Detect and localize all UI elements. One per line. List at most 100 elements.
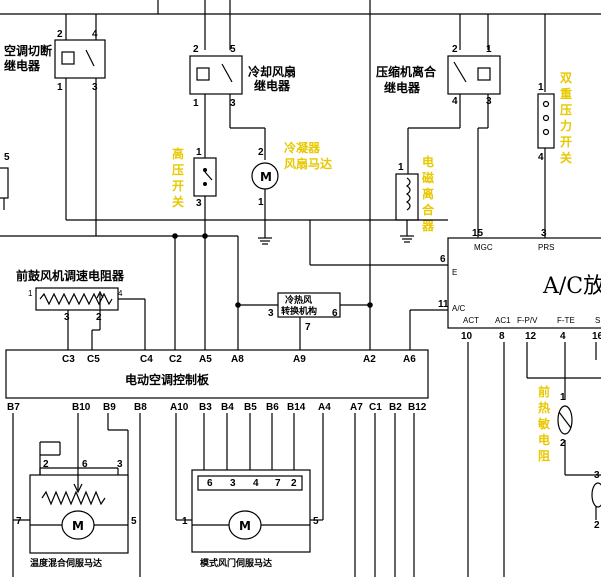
thermistor-pin-2: 2 xyxy=(560,438,566,449)
thermistor-label-0: 前 xyxy=(538,384,550,399)
cfm-label-0: 冷凝器 xyxy=(284,140,321,155)
mode-pin-5: 5 xyxy=(313,516,319,527)
comp-relay-pin-2: 2 xyxy=(452,44,458,55)
mode-pin-1: 1 xyxy=(182,516,188,527)
amp-e-label: E xyxy=(452,268,457,277)
panel-pin-c4: C4 xyxy=(140,354,153,365)
clutch-label-0: 电 xyxy=(422,154,434,169)
blend-pin-6: 6 xyxy=(82,459,88,470)
amp-pin-3-top: 3 xyxy=(541,228,547,239)
panel-pin-c5: C5 xyxy=(87,354,100,365)
thermistor-label-2: 敏 xyxy=(537,416,551,431)
amp-label: A/C放 xyxy=(542,274,601,299)
right-edge-fragment: 3 2 xyxy=(591,470,601,531)
left-fragment: 5 xyxy=(0,152,10,210)
cfm-pin-1: 1 xyxy=(258,197,264,208)
left-pin-5: 5 xyxy=(4,152,10,163)
amp-act-label: ACT xyxy=(463,316,479,325)
amp-lower-wiring xyxy=(467,342,601,577)
blend-pin-7: 7 xyxy=(16,516,22,527)
mode-pin-3: 3 xyxy=(230,478,236,489)
mode-motor-label: 模式风门伺服马达 xyxy=(200,557,272,569)
hps-pin-3: 3 xyxy=(196,198,202,209)
middle-wiring xyxy=(0,219,448,350)
temperature-blend-servo: M 2 6 3 7 5 温度混合伺服马达 xyxy=(16,442,137,569)
amp-ac1-label: AC1 xyxy=(495,316,511,325)
cutoff-relay-label: 空调切断 xyxy=(4,43,52,58)
cfm-pin-2: 2 xyxy=(258,147,264,158)
fan-relay-pin-2: 2 xyxy=(193,44,199,55)
mode-door-servo: M 6 3 4 7 2 1 5 模式风门伺服马达 xyxy=(182,469,319,569)
mode-motor-symbol: M xyxy=(239,519,251,533)
panel-pin-a8: A8 xyxy=(231,354,244,365)
clutch-label-3: 合 xyxy=(422,202,435,217)
cfm-label-1: 风扇马达 xyxy=(284,156,332,171)
panel-pin-b7: B7 xyxy=(7,402,20,413)
resistor-pin-3: 3 xyxy=(64,312,70,323)
mode-pin-6: 6 xyxy=(207,478,213,489)
mode-pin-2: 2 xyxy=(291,478,297,489)
amp-pin-6: 6 xyxy=(440,254,446,265)
recirc-pin-7: 7 xyxy=(305,322,311,333)
panel-pin-c1: C1 xyxy=(369,402,382,413)
top-wiring xyxy=(0,0,601,350)
panel-pin-b10: B10 xyxy=(72,402,91,413)
dual-pressure-switch: 1 4 双 重 压 力 开 关 xyxy=(537,71,572,238)
cutoff-pin-2: 2 xyxy=(57,29,63,40)
blend-motor-label: 温度混合伺服马达 xyxy=(30,557,102,569)
condenser-fan-motor: M 2 1 冷凝器 风扇马达 xyxy=(251,140,332,245)
hps-label-1: 压 xyxy=(172,163,184,177)
panel-pin-a9: A9 xyxy=(293,354,306,365)
panel-pin-a7: A7 xyxy=(350,402,363,413)
clutch-pin-1: 1 xyxy=(398,162,404,173)
thermistor-pin-1: 1 xyxy=(560,392,566,403)
amp-pin-16: 16 xyxy=(592,331,601,342)
panel-pin-b8: B8 xyxy=(134,402,147,413)
cfm-motor-symbol: M xyxy=(260,170,272,184)
mode-pin-7: 7 xyxy=(275,478,281,489)
resistor-pin-1: 1 xyxy=(28,289,33,298)
recirc-pin-3: 3 xyxy=(268,308,274,319)
comp-relay-label: 压缩机离合 xyxy=(376,64,437,79)
dps-label-1: 重 xyxy=(560,86,572,101)
panel-pin-c3: C3 xyxy=(62,354,75,365)
blower-speed-resistor: 前鼓风机调速电阻器 1 4 3 2 xyxy=(16,268,146,350)
panel-pin-c2: C2 xyxy=(169,354,182,365)
amp-fpv-label: F-P/V xyxy=(517,316,538,325)
cutoff-relay-label-2: 继电器 xyxy=(4,58,41,73)
panel-pin-b14: B14 xyxy=(287,402,306,413)
panel-pin-b12: B12 xyxy=(408,402,427,413)
cutoff-pin-1: 1 xyxy=(57,82,63,93)
comp-relay-pin-4: 4 xyxy=(452,96,458,107)
panel-label: 电动空调控制板 xyxy=(125,372,210,387)
recirc-label-1: 转换机构 xyxy=(281,305,317,317)
comp-relay-pin-3: 3 xyxy=(486,96,492,107)
amp-pin-8: 8 xyxy=(499,331,505,342)
ac-control-panel: 电动空调控制板 C3 C5 C4 C2 A5 A8 A9 A2 A6 B7 B1… xyxy=(5,349,429,413)
cutoff-pin-4: 4 xyxy=(92,29,98,40)
clutch-label-1: 磁 xyxy=(421,170,434,185)
clutch-label-2: 离 xyxy=(422,186,434,201)
blend-pin-2: 2 xyxy=(43,459,49,470)
amp-prs-label: PRS xyxy=(538,243,554,252)
mode-pin-4: 4 xyxy=(253,478,259,489)
hps-label-0: 高 xyxy=(172,146,184,161)
panel-pin-a6: A6 xyxy=(403,354,416,365)
panel-pin-b2: B2 xyxy=(389,402,402,413)
recirculation-mechanism: 冷热风 转换机构 3 6 7 xyxy=(268,292,341,350)
resistor-label: 前鼓风机调速电阻器 xyxy=(16,268,125,283)
comp-relay-label-2: 继电器 xyxy=(384,80,421,95)
dps-label-4: 开 xyxy=(560,135,572,149)
panel-pin-b4: B4 xyxy=(221,402,234,413)
blend-pin-3: 3 xyxy=(117,459,123,470)
blend-motor-symbol: M xyxy=(72,519,84,533)
resistor-pin-4: 4 xyxy=(118,289,123,298)
dps-label-5: 关 xyxy=(560,150,572,165)
panel-pin-a2: A2 xyxy=(363,354,376,365)
panel-pin-a5: A5 xyxy=(199,354,212,365)
fan-relay-label-2: 继电器 xyxy=(254,78,291,93)
amp-mgc-label: MGC xyxy=(474,243,493,252)
recirc-pin-6: 6 xyxy=(332,308,338,319)
amp-pin-12: 12 xyxy=(525,331,537,342)
